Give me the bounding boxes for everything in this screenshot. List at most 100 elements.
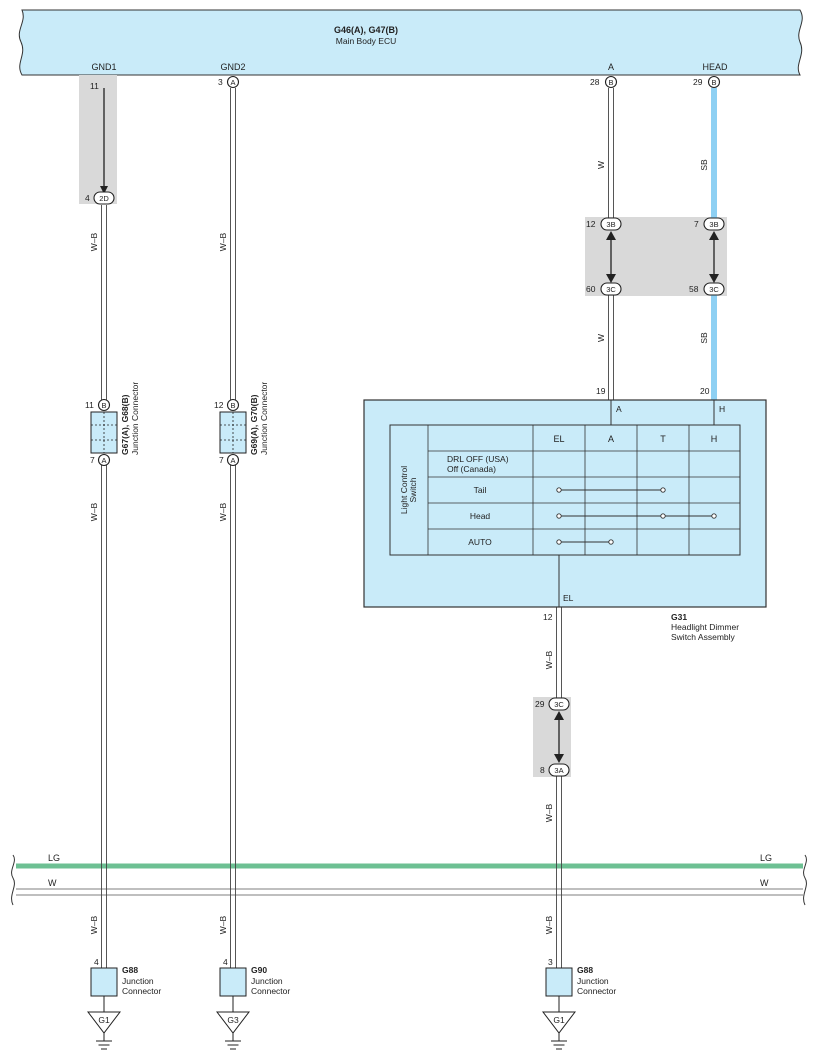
connector-label-ja1: A <box>101 456 106 465</box>
pin-3-ground-3: 3 <box>548 957 553 967</box>
ground-label-g1-right: G1 <box>553 1015 565 1025</box>
pin-4-ground-2: 4 <box>223 957 228 967</box>
shaded-joint-1 <box>79 75 117 204</box>
connector-label-3a-el: 3A <box>554 766 563 775</box>
pin-label-a: A <box>608 62 614 72</box>
pin-8-joint: 8 <box>540 765 545 775</box>
pin-4-ground-1: 4 <box>94 957 99 967</box>
connector-label-a3: A <box>230 78 235 87</box>
pin-58: 58 <box>689 284 699 294</box>
wire-label-10: W–B <box>544 803 554 822</box>
joint-arrows-a <box>606 231 616 283</box>
junction-connector-2 <box>219 411 247 454</box>
pin-12: 12 <box>586 219 596 229</box>
connector-label-b28: B <box>608 78 613 87</box>
wire-gnd2 <box>230 88 236 968</box>
wire-gnd1 <box>101 205 107 968</box>
pin-11-junction: 11 <box>85 400 94 410</box>
connector-jb1 <box>97 398 111 412</box>
wire-label-4: SB <box>699 159 709 171</box>
bus-label-w-right: W <box>760 878 769 888</box>
pin-label-gnd1: GND1 <box>91 62 116 72</box>
wire-label-8: W–B <box>218 502 228 521</box>
ground-label-g1-left: G1 <box>98 1015 110 1025</box>
ground-junction-3-desc2: Connector <box>577 986 616 996</box>
ground-junction-3-desc1: Junction <box>577 976 609 986</box>
connector-label-3c-head: 3C <box>709 285 719 294</box>
connector-label-3b-a: 3B <box>606 220 615 229</box>
bus-label-lg-right: LG <box>760 853 772 863</box>
ground-junction-1 <box>86 967 122 1050</box>
ground-junction-3-name: G88 <box>577 965 593 975</box>
pin-11: 11 <box>90 81 99 91</box>
connector-ja1 <box>97 453 111 467</box>
junction-1-desc: Junction Connector <box>130 382 140 455</box>
connector-label-3c-a: 3C <box>606 285 616 294</box>
connector-a3 <box>226 75 240 89</box>
switch-desc-1: Headlight Dimmer <box>671 622 739 632</box>
junction-1-name: G67(A), G68(B) <box>120 394 130 455</box>
pin-4: 4 <box>85 193 90 203</box>
ground-junction-2-desc1: Junction <box>251 976 283 986</box>
pin-20: 20 <box>700 386 710 396</box>
continuity-head <box>556 513 717 519</box>
switch-id: G31 <box>671 612 687 622</box>
connector-3b-head <box>703 217 725 231</box>
connector-label-jb2: B <box>230 401 235 410</box>
pin-7-junction: 7 <box>90 455 95 465</box>
wire-label-13: W–B <box>544 915 554 934</box>
ecu-desc: Main Body ECU <box>336 36 396 46</box>
continuity-auto <box>556 539 614 545</box>
switch-side-label-1: Light Control <box>399 466 409 514</box>
switch-col-h: H <box>711 434 718 444</box>
wire-label-9: W–B <box>544 650 554 669</box>
ground-junction-2-desc2: Connector <box>251 986 290 996</box>
pin-60: 60 <box>586 284 596 294</box>
ground-junction-2 <box>215 967 251 1050</box>
bus-break-right <box>803 854 807 906</box>
connector-3c-a <box>600 282 622 296</box>
pin-19: 19 <box>596 386 606 396</box>
wire-label-11: W–B <box>89 915 99 934</box>
main-body-ecu <box>18 9 803 76</box>
switch-row-head: Head <box>470 511 491 521</box>
pin-28: 28 <box>590 77 600 87</box>
switch-col-a: A <box>608 434 614 444</box>
connector-label-jb1: B <box>101 401 106 410</box>
wire-label-3: W <box>596 161 606 169</box>
wire-a <box>608 88 614 400</box>
pin-29: 29 <box>693 77 703 87</box>
connector-3b-a <box>600 217 622 231</box>
connector-jb2 <box>226 398 240 412</box>
pin-12-junction: 12 <box>214 400 224 410</box>
bus-label-w-left: W <box>48 878 57 888</box>
bus-label-lg-left: LG <box>48 853 60 863</box>
wire-el <box>556 607 562 968</box>
ground-junction-1-name: G88 <box>122 965 138 975</box>
switch-desc-2: Switch Assembly <box>671 632 736 642</box>
pin-label-head: HEAD <box>702 62 728 72</box>
bus-break-left <box>11 854 15 906</box>
pin-12-switch: 12 <box>543 612 553 622</box>
wire-label-1: W–B <box>89 232 99 251</box>
junction-2-desc: Junction Connector <box>259 382 269 455</box>
ecu-name: G46(A), G47(B) <box>334 25 398 35</box>
wire-label-6: SB <box>699 332 709 344</box>
wire-label-7: W–B <box>89 502 99 521</box>
switch-row-auto: AUTO <box>468 537 492 547</box>
switch-row-tail: Tail <box>474 485 487 495</box>
switch-pin-a: A <box>616 404 622 414</box>
connector-b29 <box>707 75 721 89</box>
connector-label-2d: 2D <box>99 194 109 203</box>
ground-junction-3 <box>541 967 577 1050</box>
wire-label-12: W–B <box>218 915 228 934</box>
ground-junction-2-name: G90 <box>251 965 267 975</box>
pin-label-gnd2: GND2 <box>220 62 245 72</box>
connector-ja2 <box>226 453 240 467</box>
pin-29-joint: 29 <box>535 699 545 709</box>
connector-label-ja2: A <box>230 456 235 465</box>
gnd1-arrow-head <box>100 186 108 194</box>
connector-label-3c-el: 3C <box>554 700 564 709</box>
junction-connector-1 <box>90 411 118 454</box>
